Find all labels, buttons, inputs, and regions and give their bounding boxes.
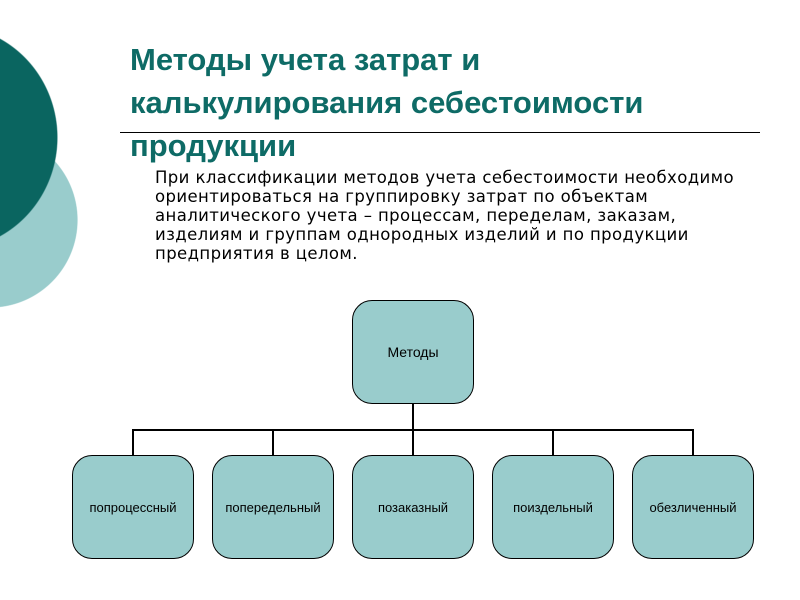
root-node-label: Методы bbox=[387, 344, 439, 360]
connector-child-3 bbox=[412, 429, 414, 456]
connector-child-4 bbox=[552, 429, 554, 456]
title-divider bbox=[120, 132, 760, 133]
connector-child-5 bbox=[692, 429, 694, 456]
child-node-label: поиздельный bbox=[513, 499, 593, 515]
connector-root bbox=[412, 403, 414, 431]
child-node-label: позаказный bbox=[377, 499, 449, 515]
child-node-label: попередельный bbox=[225, 499, 321, 515]
child-node-5: обезличенный bbox=[632, 455, 754, 559]
connector-child-2 bbox=[272, 429, 274, 456]
child-node-label: обезличенный bbox=[649, 499, 737, 515]
child-node-4: поиздельный bbox=[492, 455, 614, 559]
decorative-dark-circle bbox=[0, 25, 58, 250]
slide-title: Методы учета затрат и калькулирования се… bbox=[130, 42, 644, 163]
slide-body-text: При классификации методов учета себестои… bbox=[155, 168, 734, 263]
connector-child-1 bbox=[132, 429, 134, 456]
child-node-2: попередельный bbox=[212, 455, 334, 559]
child-node-label: попроцессный bbox=[89, 499, 177, 515]
child-node-3: позаказный bbox=[352, 455, 474, 559]
child-node-1: попроцессный bbox=[72, 455, 194, 559]
root-node: Методы bbox=[352, 300, 474, 404]
